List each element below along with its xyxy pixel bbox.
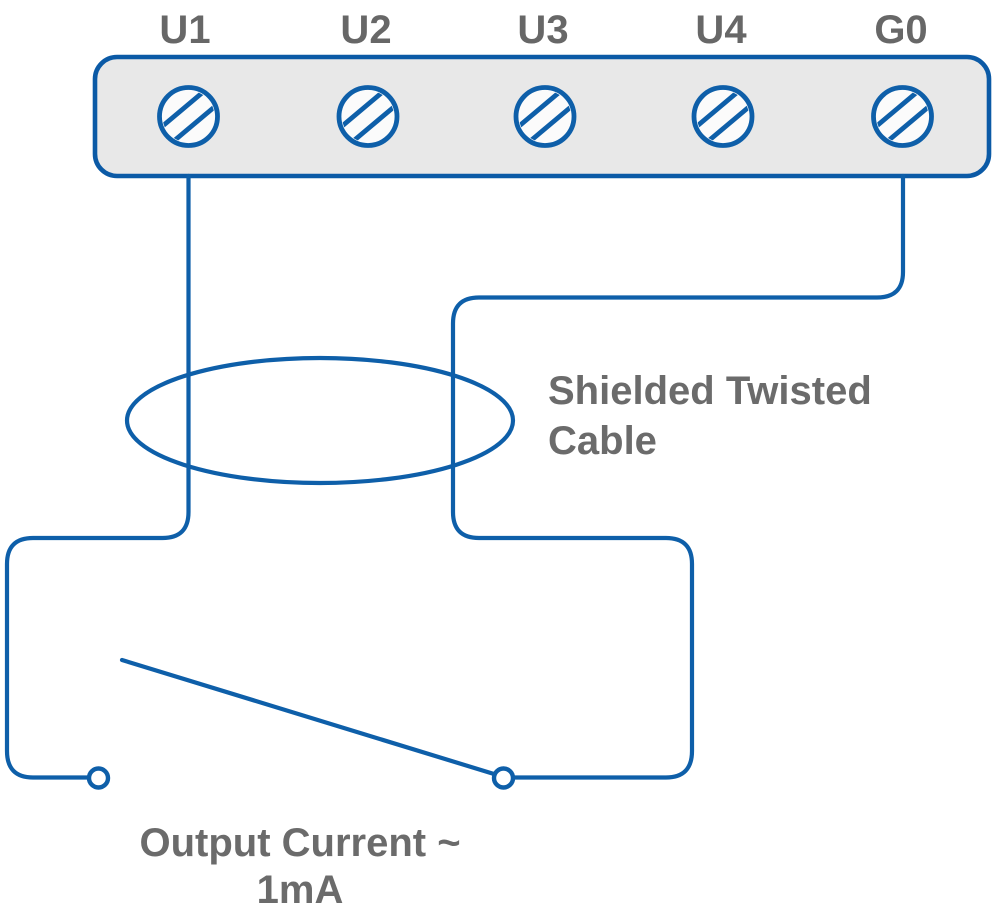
output-current-label-line2: 1mA bbox=[256, 868, 344, 912]
switch-contact-right bbox=[491, 766, 516, 790]
terminal-label-u4: U4 bbox=[695, 8, 747, 52]
screw-terminal-icon bbox=[157, 85, 220, 148]
screw-head bbox=[513, 85, 577, 148]
screw-slot-line bbox=[701, 101, 749, 143]
screw-head bbox=[691, 85, 755, 148]
output-current-label-line1: Output Current ~ bbox=[139, 821, 461, 865]
screw-head bbox=[871, 85, 934, 148]
screw-slot-line bbox=[519, 90, 567, 132]
screw-slot-line bbox=[342, 90, 390, 132]
screw-head bbox=[336, 85, 400, 148]
screw-slot-line bbox=[876, 90, 925, 132]
g0-wire bbox=[450, 173, 906, 780]
shielded-cable-label-line2: Cable bbox=[548, 419, 657, 463]
screw-terminal-icon bbox=[336, 85, 400, 148]
output-current-label: Output Current ~ 1mA bbox=[70, 820, 530, 914]
screw-terminal-icon bbox=[691, 85, 755, 148]
screw-slot-line bbox=[162, 90, 211, 132]
screw-slot-line bbox=[697, 90, 745, 132]
terminal-label-u3: U3 bbox=[517, 8, 569, 52]
terminal-label-u2: U2 bbox=[340, 8, 392, 52]
screw-head bbox=[157, 85, 220, 148]
switch-contact-left bbox=[86, 766, 111, 790]
switch-blade bbox=[119, 657, 497, 777]
shielded-cable-label-line1: Shielded Twisted bbox=[548, 369, 872, 413]
screw-slot-line bbox=[523, 101, 571, 143]
screw-terminal-icon bbox=[871, 85, 934, 148]
screw-slot-line bbox=[346, 101, 394, 143]
cable-shield-ellipse bbox=[124, 355, 516, 486]
screw-terminal-icon bbox=[513, 85, 577, 148]
terminal-label-u1: U1 bbox=[159, 8, 211, 52]
screw-slot-line bbox=[880, 101, 929, 143]
screw-slot-line bbox=[166, 101, 215, 143]
terminal-label-g0: G0 bbox=[874, 8, 928, 52]
u1-wire bbox=[4, 173, 191, 780]
shielded-cable-label: Shielded Twisted Cable bbox=[548, 366, 872, 466]
